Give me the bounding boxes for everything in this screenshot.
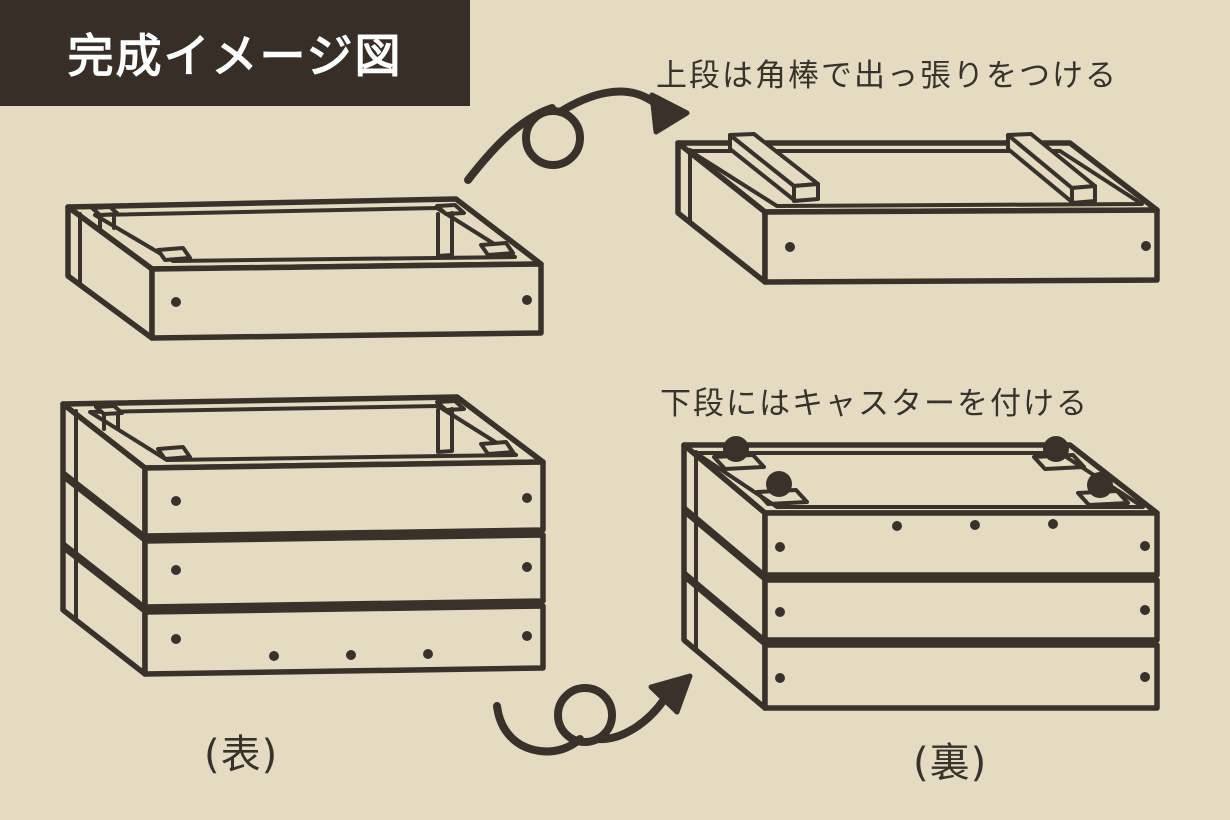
caster bbox=[1076, 472, 1130, 507]
upper-tier-back-box bbox=[675, 132, 1160, 285]
screw-holes bbox=[775, 519, 1150, 683]
square-bar bbox=[728, 132, 820, 203]
screw-holes bbox=[171, 295, 532, 307]
corner-post bbox=[435, 399, 466, 454]
plank bbox=[762, 577, 1160, 643]
corner-post bbox=[94, 404, 124, 431]
page-title: 完成イメージ図 bbox=[67, 29, 403, 83]
annotation-upper-tier: 上段は角棒で出っ張りをつける bbox=[656, 58, 1118, 94]
corner-notch bbox=[156, 445, 192, 461]
plank bbox=[142, 459, 546, 539]
screw-holes bbox=[785, 241, 1151, 252]
corner-post bbox=[90, 205, 120, 231]
lower-tier-back-box bbox=[681, 436, 1160, 711]
caster bbox=[755, 471, 809, 506]
label-front-side: (表) bbox=[204, 732, 279, 778]
corner-notch bbox=[156, 246, 192, 262]
label-back-side: (裏) bbox=[913, 740, 988, 786]
plank bbox=[762, 642, 1160, 711]
corner-notch bbox=[479, 241, 515, 257]
corner-post bbox=[435, 203, 466, 258]
annotation-lower-tier: 下段にはキャスターを付ける bbox=[660, 386, 1089, 422]
loop-arrow-bottom-icon bbox=[493, 673, 693, 756]
plank bbox=[142, 603, 546, 677]
plank bbox=[142, 532, 546, 610]
plank bbox=[762, 510, 1160, 578]
corner-notch bbox=[479, 440, 515, 456]
loop-arrow-top-icon bbox=[464, 87, 690, 184]
caster bbox=[1032, 436, 1086, 471]
screw-holes bbox=[171, 493, 532, 661]
square-bar bbox=[1006, 132, 1097, 205]
lower-tier-front-box bbox=[60, 394, 546, 677]
title-banner: 完成イメージ図 bbox=[0, 0, 470, 106]
upper-tier-front-box bbox=[65, 196, 544, 341]
caster bbox=[712, 436, 766, 471]
